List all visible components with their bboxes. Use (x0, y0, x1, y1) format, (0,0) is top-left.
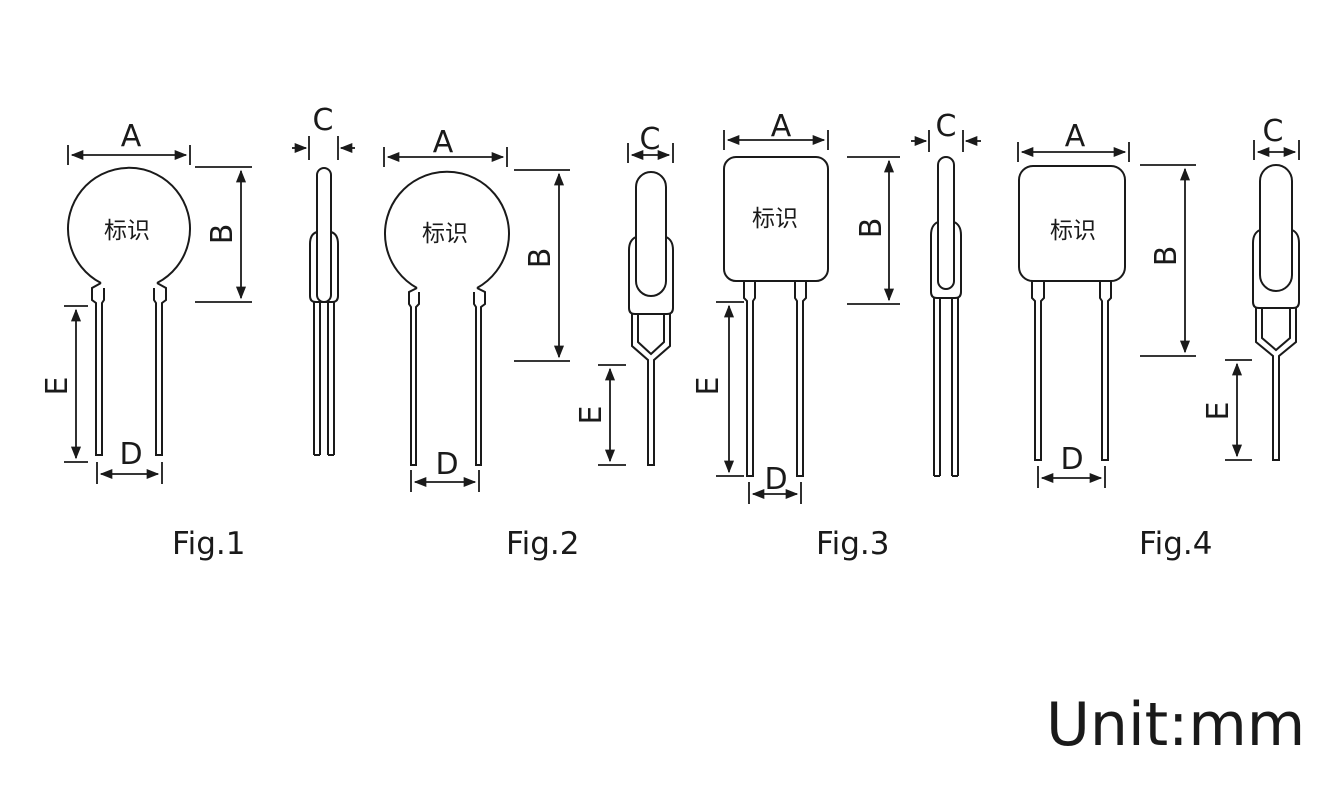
fig2-disc-body (384, 170, 510, 289)
fig1-label-c: C (313, 103, 334, 138)
fig1-right-lead (153, 282, 167, 456)
fig3-left-lead (743, 281, 756, 477)
fig1-label-b: B (205, 224, 240, 245)
fig3-marking: 标识 (752, 206, 798, 232)
fig2: 标识 A B D C E (383, 122, 674, 492)
fig4-marking: 标识 (1050, 218, 1096, 244)
fig3-label-d: D (764, 462, 787, 497)
fig2-marking: 标识 (422, 221, 468, 247)
fig3-side-body (937, 156, 955, 290)
fig2-label-c: C (640, 122, 661, 157)
fig1-side-view: C (292, 103, 355, 456)
fig1-label-e: E (40, 377, 75, 396)
fig2-label-a: A (433, 125, 454, 160)
fig4-left-lead (1031, 281, 1045, 461)
fig1-label-a: A (121, 119, 142, 154)
fig4-label-b: B (1149, 246, 1184, 267)
fig2-side-body (635, 171, 667, 297)
fig1-caption: Fig.1 (172, 526, 246, 562)
fig3-caption: Fig.3 (816, 526, 890, 562)
fig3-label-a: A (771, 109, 792, 144)
fig2-right-lead (473, 287, 486, 466)
fig1: 标识 A B E D (40, 103, 355, 484)
fig4-label-e: E (1201, 402, 1236, 421)
fig3-front-view: 标识 A B E D (691, 109, 900, 504)
fig2-label-d: D (435, 447, 458, 482)
fig2-left-lead (408, 287, 420, 466)
fig4-label-c: C (1263, 114, 1284, 149)
fig2-label-b: B (523, 248, 558, 269)
fig4-square-body (1018, 165, 1126, 282)
fig3-label-e: E (691, 377, 726, 396)
fig4: 标识 A B D C E (1017, 114, 1300, 488)
fig3-label-b: B (854, 218, 889, 239)
fig4-label-d: D (1060, 442, 1083, 477)
fig1-disc-body (67, 166, 191, 284)
fig3-side-view: C (911, 109, 981, 477)
fig4-right-lead (1099, 281, 1112, 461)
unit-label: Unit:mm (1046, 690, 1306, 760)
fig3-square-body (723, 156, 829, 282)
fig1-marking: 标识 (104, 218, 150, 244)
fig4-caption: Fig.4 (1139, 526, 1213, 562)
fig1-left-lead (91, 282, 105, 456)
fig4-label-a: A (1065, 119, 1086, 154)
fig1-label-d: D (119, 437, 142, 472)
fig1-front-view: 标识 A B E D (40, 119, 252, 484)
fig4-front-view: 标识 A B D (1017, 119, 1196, 488)
fig2-label-e: E (574, 406, 609, 425)
fig3-label-c: C (936, 109, 957, 144)
fig2-side-view: C E (574, 122, 674, 466)
fig4-side-body (1259, 164, 1293, 292)
fig1-side-body (316, 167, 332, 303)
fig3-right-lead (794, 281, 807, 477)
fig4-side-view: C E (1201, 114, 1300, 461)
fig2-caption: Fig.2 (506, 526, 580, 562)
fig3: 标识 A B E D (691, 109, 981, 504)
fig2-front-view: 标识 A B D (383, 125, 570, 492)
